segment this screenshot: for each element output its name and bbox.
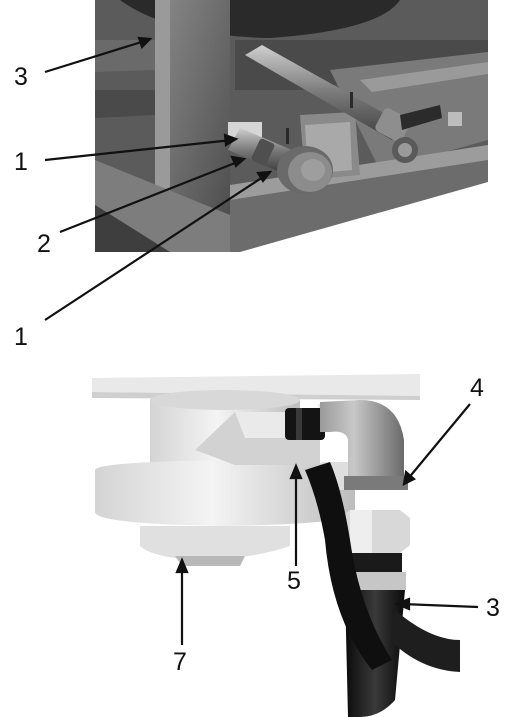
drain-illustration <box>92 374 460 717</box>
callout-bottom-5: 5 <box>287 567 301 595</box>
callout-top-3: 3 <box>14 63 28 91</box>
callout-bottom-3: 3 <box>486 594 500 622</box>
top-callouts: 3 1 2 1 <box>14 63 51 351</box>
bottom-leader-lines <box>175 403 479 645</box>
callout-bottom-7: 7 <box>173 648 187 676</box>
callout-bottom-4: 4 <box>470 374 484 402</box>
bottom-figure: 4 5 3 7 <box>92 374 500 717</box>
bottom-callouts: 4 5 3 7 <box>173 374 500 676</box>
callout-top-1a: 1 <box>14 148 28 176</box>
frame-illustration <box>95 0 488 252</box>
top-leader-lines <box>44 36 273 321</box>
top-figure: 3 1 2 1 <box>14 0 488 351</box>
callout-top-1b: 1 <box>14 323 28 351</box>
callout-top-2: 2 <box>37 230 51 258</box>
